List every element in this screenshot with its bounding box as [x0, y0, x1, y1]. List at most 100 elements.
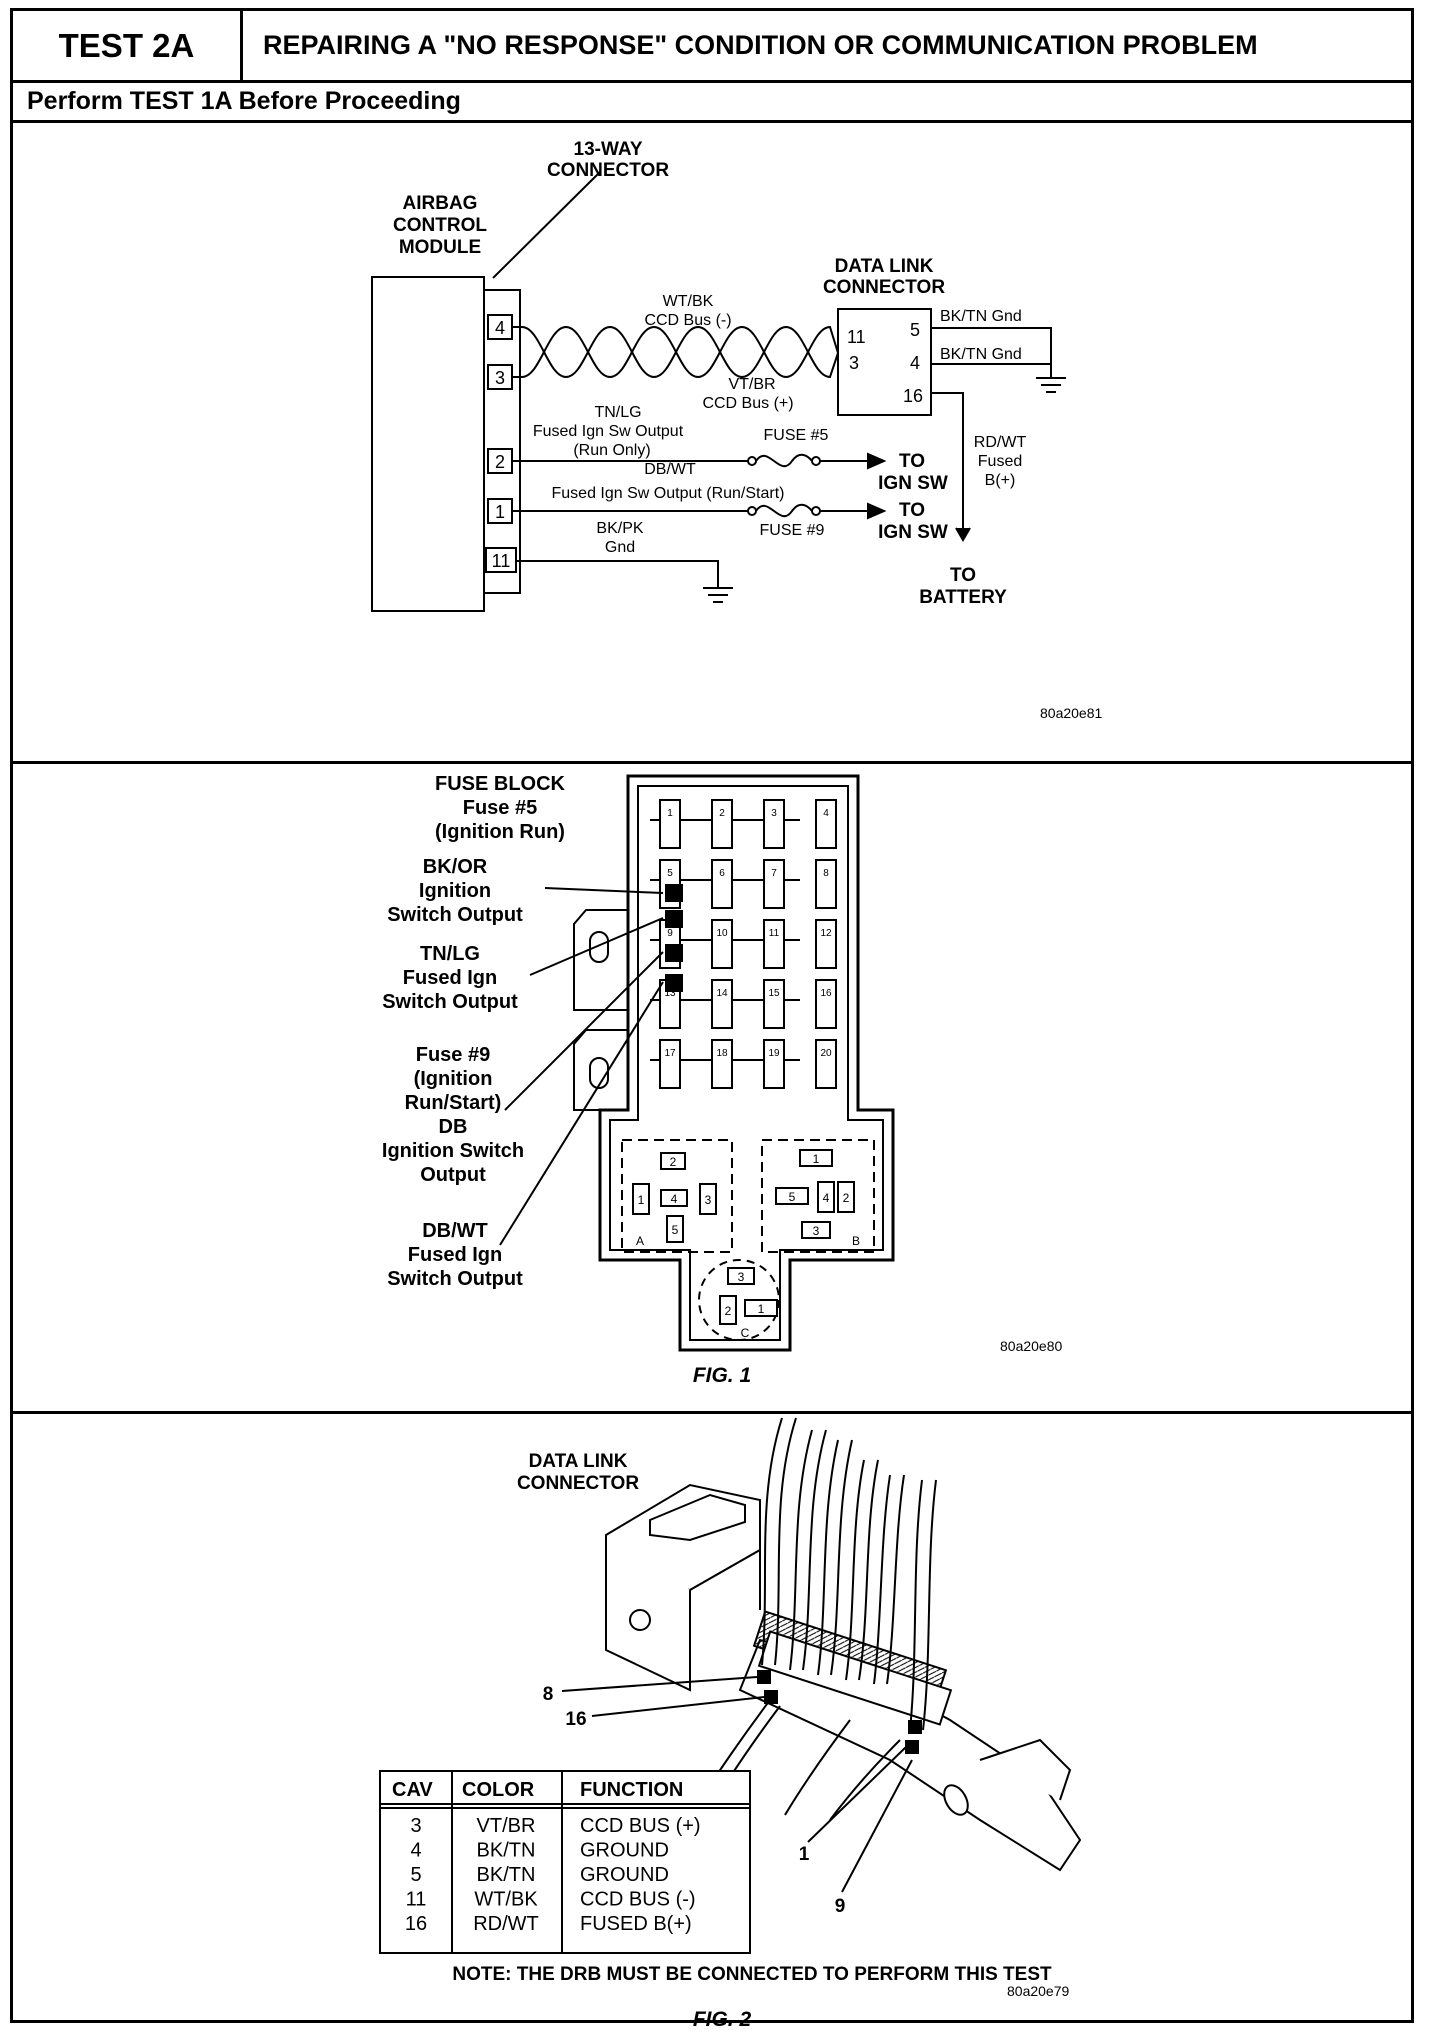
- db-wt-wire: [512, 502, 887, 520]
- vt-br-label: VT/BR: [728, 376, 775, 393]
- wt-bk-label: WT/BK: [663, 293, 714, 310]
- dlc-pin-5: 5: [910, 320, 920, 340]
- dlc-title-2: CONNECTOR: [517, 1473, 639, 1494]
- ignition-run-title: (Ignition Run): [435, 821, 565, 843]
- figure-code: 80a20e80: [1000, 1338, 1063, 1354]
- callout-leaders: [499, 887, 664, 1246]
- fuse9-terminals: [665, 944, 683, 992]
- acm-pin-1: [487, 498, 513, 524]
- ccd-bus-twisted-pair: [512, 325, 839, 379]
- fuse-slot: [711, 919, 733, 969]
- fuse-slot: [763, 859, 785, 909]
- table-cell-color: WT/BK: [474, 1889, 538, 1911]
- mounting-hole: [589, 931, 609, 963]
- fused-ign-sw-output-label: Fused Ign Sw Output: [533, 423, 684, 440]
- mounting-ear: [573, 909, 628, 1011]
- fuse9-callout-4: DB: [439, 1116, 468, 1138]
- to-battery-label-1: TO: [950, 565, 976, 586]
- relay-pins: 2 1 4 3 5 A 1 5 4 2 3 B 3 2 1: [632, 1149, 860, 1340]
- dlc-callout-leaders: [561, 1676, 913, 1893]
- fuse-number: 3: [771, 808, 777, 819]
- relay-b-pin: 5: [789, 1190, 796, 1204]
- fuse-number: 1: [667, 808, 673, 819]
- data-link-connector: [837, 308, 932, 416]
- dlc-label-2: CONNECTOR: [823, 277, 945, 298]
- table-cell-function: FUSED B(+): [580, 1913, 692, 1935]
- acm-label-3: MODULE: [399, 237, 481, 258]
- note-text: NOTE: THE DRB MUST BE CONNECTED TO PERFO…: [452, 1964, 1052, 1985]
- tn-lg-callout-3: Switch Output: [382, 991, 518, 1013]
- db-wt-callout: DB/WT: [422, 1220, 488, 1242]
- to-battery-label-2: BATTERY: [919, 587, 1007, 608]
- fuse-slot: [711, 1039, 733, 1089]
- fuse-block-title: FUSE BLOCK: [435, 773, 566, 795]
- table-cell-cav: 16: [405, 1913, 427, 1935]
- fuse-slot: [711, 859, 733, 909]
- fuse-number: 4: [823, 808, 829, 819]
- connector-13way-label-1: 13-WAY: [574, 139, 643, 160]
- to-ign-sw-label-1: TO: [899, 500, 925, 521]
- table-cell-function: CCD BUS (-): [580, 1889, 696, 1911]
- test-sheet: TEST 2A REPAIRING A "NO RESPONSE" CONDIT…: [10, 8, 1414, 2023]
- bk-pk-ground-wire: [516, 560, 733, 603]
- relay-a-pin: 3: [705, 1193, 712, 1207]
- tn-lg-callout: TN/LG: [420, 943, 480, 965]
- callout-9: 9: [835, 1896, 846, 1917]
- dlc-ground-wires: [931, 327, 1066, 542]
- bk-pk-label: BK/PK: [596, 520, 643, 537]
- db-wt-callout-2: Fused Ign: [408, 1244, 502, 1266]
- fuse5-terminals: [665, 884, 683, 928]
- fuse-number: 13: [664, 988, 676, 999]
- fuse-number: 9: [667, 928, 673, 939]
- fuse-slot: [815, 919, 837, 969]
- fuse-number: 14: [716, 988, 728, 999]
- relay-a-pin: 2: [670, 1155, 677, 1169]
- fuse5-label: FUSE #5: [764, 427, 829, 444]
- table-header-color: COLOR: [462, 1779, 535, 1801]
- table-cell-color: BK/TN: [477, 1840, 536, 1862]
- acm-label-2: CONTROL: [393, 215, 487, 236]
- fuse-slot: [763, 799, 785, 849]
- fuse-number: 20: [820, 1048, 832, 1059]
- section-divider: [13, 761, 1411, 764]
- fuse9-callout-2: (Ignition: [414, 1068, 493, 1090]
- gnd-label: Gnd: [605, 539, 635, 556]
- dlc-pin-3: 3: [849, 353, 859, 373]
- table-cell-function: CCD BUS (+): [580, 1815, 701, 1837]
- relay-b-pin: 1: [813, 1152, 820, 1166]
- connector-13way-label-2: CONNECTOR: [547, 160, 669, 181]
- subheader: Perform TEST 1A Before Proceeding: [13, 83, 1411, 123]
- fuse-slot: [659, 1039, 681, 1089]
- fuse9-callout-3: Run/Start): [405, 1092, 502, 1114]
- acm-pin-4: [487, 314, 513, 340]
- bk-or-label-2: Ignition: [419, 880, 491, 902]
- fuse-slot: [763, 919, 785, 969]
- fuse-number: 18: [716, 1048, 728, 1059]
- tn-lg-wire: [512, 452, 887, 470]
- mounting-hole: [589, 1057, 609, 1089]
- bk-tn-gnd-label: BK/TN Gnd: [940, 346, 1022, 363]
- dlc-pin-11: 11: [847, 327, 866, 347]
- dlc-title-1: DATA LINK: [529, 1451, 628, 1472]
- relay-b-pin: 2: [843, 1191, 850, 1205]
- fuse-slot: [659, 799, 681, 849]
- figure-caption: FIG. 2: [693, 2008, 752, 2031]
- fuse-number: 15: [768, 988, 780, 999]
- fuse-slot: [711, 979, 733, 1029]
- mounting-ear: [573, 1029, 628, 1111]
- db-wt-function-label: Fused Ign Sw Output (Run/Start): [552, 485, 785, 502]
- callout-8: 8: [543, 1684, 554, 1705]
- fuse5-title: Fuse #5: [463, 797, 537, 819]
- figure-caption: FIG. 1: [693, 1364, 751, 1387]
- table-cell-cav: 11: [406, 1889, 427, 1911]
- run-only-label: (Run Only): [573, 442, 650, 459]
- acm-pin-11: [485, 547, 517, 573]
- fused-label: Fused: [978, 453, 1022, 470]
- acm-pin-3-label: 3: [495, 368, 505, 388]
- fuse-slot: [815, 799, 837, 849]
- relay-c-pin: 1: [758, 1302, 765, 1316]
- ccd-bus-minus-label: CCD Bus (-): [644, 312, 731, 329]
- fuse-number: 10: [716, 928, 728, 939]
- table-cell-color: VT/BR: [477, 1815, 536, 1837]
